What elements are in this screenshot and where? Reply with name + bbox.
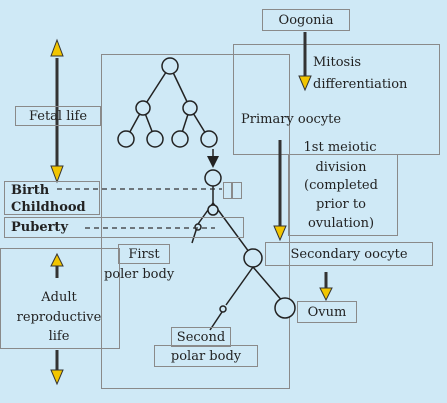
timeline-left-frame	[0, 248, 120, 349]
adult-up-arrow	[50, 252, 64, 278]
puberty-frame	[4, 217, 244, 238]
birth-label: Birth	[11, 183, 50, 198]
ovum-label: Ovum	[297, 301, 357, 323]
mitosis-label: Mitosis	[313, 55, 362, 70]
main-diagram-frame	[101, 54, 290, 389]
childhood-label: Childhood	[11, 200, 86, 215]
meiotic-cells	[191, 169, 296, 331]
secondary-oocyte-label: Secondary oocyte	[265, 242, 433, 266]
fetal-life-arrow	[50, 38, 64, 184]
life-label: life	[48, 329, 70, 344]
primary-oocyte-label: Primary oocyte	[241, 112, 342, 127]
adult-down-arrow	[50, 350, 64, 386]
adult-label: Adult	[41, 290, 77, 305]
division-label: division	[315, 160, 367, 175]
differentiation-label: differentiation	[313, 77, 408, 92]
first-label: First	[118, 244, 170, 264]
poler-body-label: poler body	[104, 267, 175, 282]
marker-box-2	[232, 182, 242, 199]
to-ovum-arrow	[319, 272, 333, 302]
ovulation-label: ovulation)	[307, 216, 375, 231]
mitosis-arrow	[298, 32, 312, 92]
marker-box-1	[223, 182, 232, 199]
fetal-life-label: Fetal life	[15, 106, 101, 126]
prior-to-label: prior to	[316, 197, 366, 212]
birth-childhood-frame	[4, 181, 100, 215]
meiotic-info-frame	[288, 154, 398, 236]
polar-body-label: polar body	[154, 345, 258, 367]
puberty-label: Puberty	[11, 220, 68, 235]
meiosis-1-arrow	[273, 140, 287, 242]
completed-label: (completed	[304, 178, 378, 193]
second-label: Second	[171, 327, 231, 347]
oogonia-label: Oogonia	[262, 9, 350, 31]
reproductive-label: reproductive	[16, 310, 102, 325]
mitotic-cell-tree	[117, 57, 218, 148]
meiotic-1-label: 1st meiotic	[303, 140, 377, 155]
